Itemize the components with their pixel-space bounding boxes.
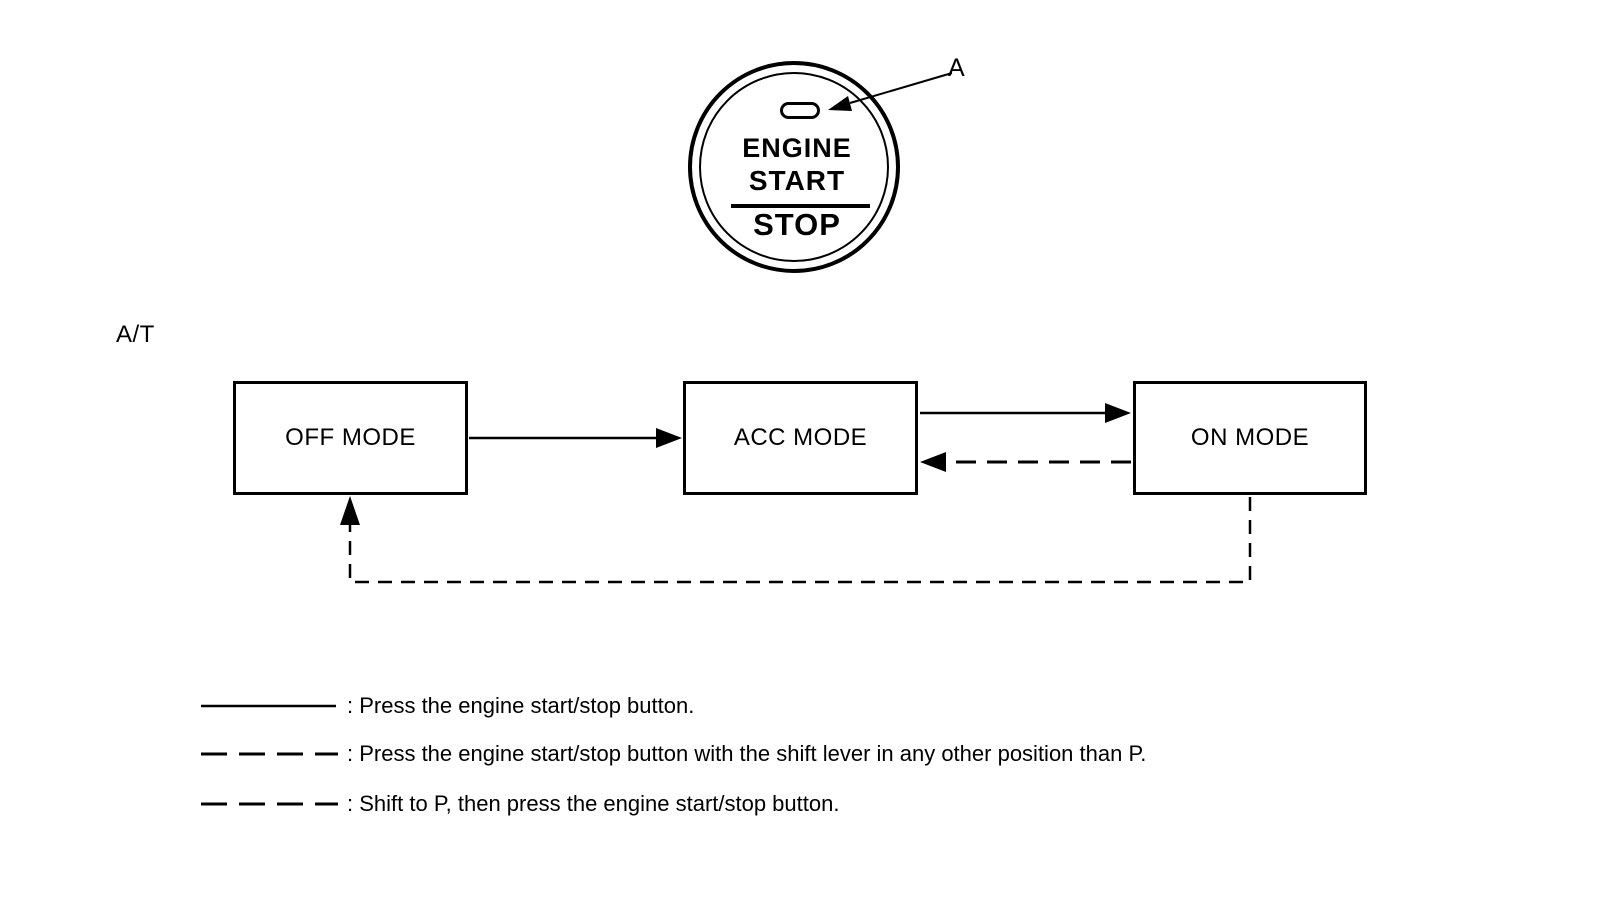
- on-mode-box: ON MODE: [1133, 381, 1367, 495]
- dashed-return-path-head-icon: [340, 496, 360, 525]
- legend-row-solid-label: : Press the engine start/stop button.: [347, 693, 695, 718]
- arrow-off-to-acc-head-icon: [656, 428, 682, 448]
- on-mode-label: ON MODE: [1190, 424, 1310, 451]
- off-mode-box: OFF MODE: [233, 381, 468, 495]
- indicator-lamp-icon: [780, 102, 820, 119]
- dashed-arrow-on-to-acc-head-icon: [920, 452, 946, 472]
- button-label-engine: ENGINE: [742, 132, 852, 163]
- button-label-divider: [731, 204, 870, 208]
- off-mode-label: OFF MODE: [285, 424, 416, 451]
- dashed-return-path-on-to-off: [348, 497, 1252, 584]
- button-label-stop: STOP: [753, 207, 841, 242]
- button-label-start: START: [748, 165, 846, 196]
- transmission-type-label: A/T: [116, 321, 155, 348]
- legend-row-dashed-2-label: : Shift to P, then press the engine star…: [347, 791, 840, 816]
- button-inner-ring: [699, 72, 889, 262]
- acc-mode-box: ACC MODE: [683, 381, 918, 495]
- arrow-acc-to-on-head-icon: [1105, 403, 1131, 423]
- callout-label-a: A: [948, 53, 965, 82]
- button-outer-ring: [688, 61, 900, 273]
- acc-mode-label: ACC MODE: [733, 424, 868, 451]
- legend-row-dashed-1-label: : Press the engine start/stop button wit…: [347, 741, 1147, 766]
